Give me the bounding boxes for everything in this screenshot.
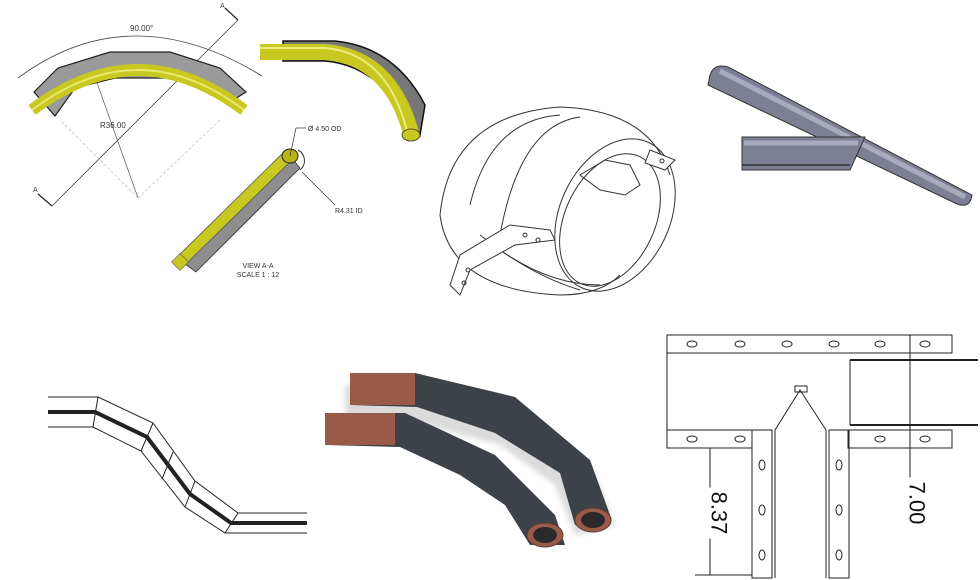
elbow-isometric	[255, 35, 430, 155]
svg-text:A: A	[220, 3, 225, 10]
insulated-bends	[305, 365, 625, 550]
angle-dimension: 90.00°	[130, 24, 153, 33]
id-dimension: R4.31 ID	[335, 208, 363, 215]
scale-label: SCALE 1 : 12	[237, 272, 280, 279]
dimension-right: 7.00	[903, 477, 930, 529]
shell-wireframe	[430, 95, 700, 300]
od-dimension: Ø 4.50 OD	[308, 126, 341, 133]
tee-drawing: 8.37 7.00	[665, 330, 980, 580]
offset-bend-wireframe	[45, 395, 310, 535]
dimension-left: 8.37	[705, 487, 732, 539]
view-label: VIEW A-A	[242, 263, 273, 270]
tee-3d	[700, 55, 980, 215]
elbow-drawing: 90.00° A A R36.00 Ø 4.50 OD R4.31 ID VIE…	[0, 0, 363, 290]
svg-text:A: A	[33, 187, 38, 194]
radius-dimension: R36.00	[100, 121, 126, 130]
